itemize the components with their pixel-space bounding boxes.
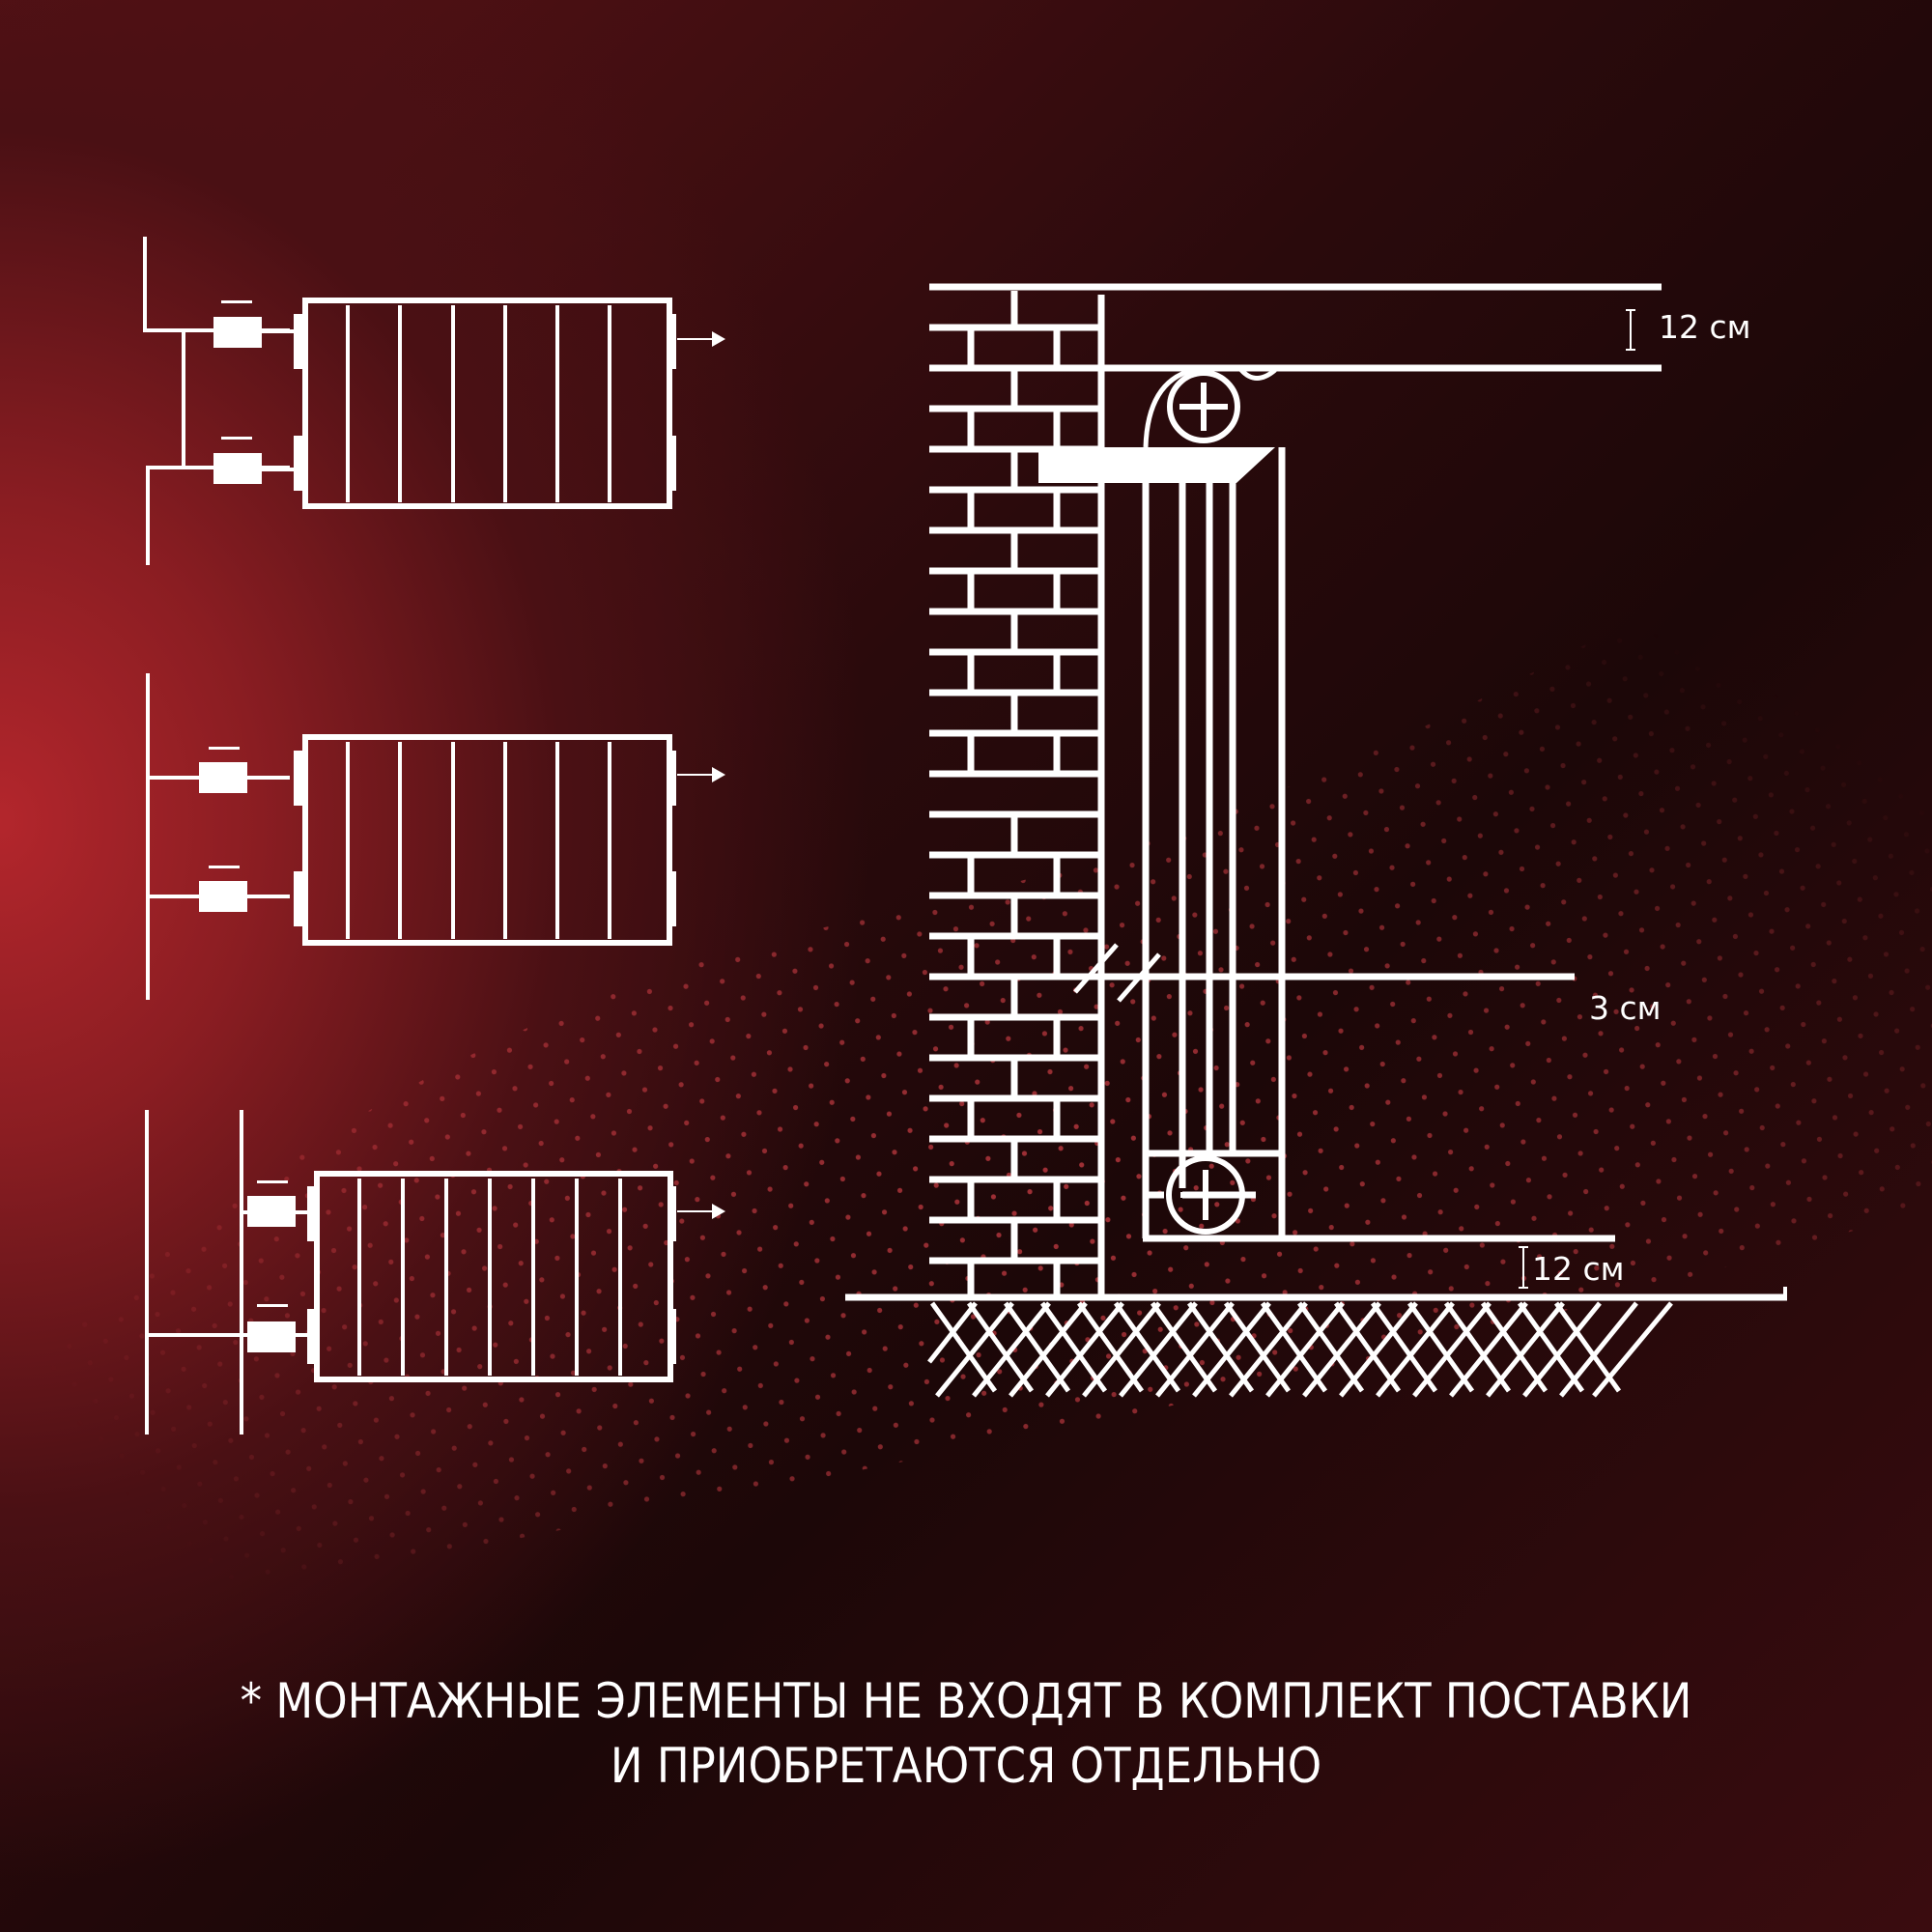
break-mark-1 [1073, 943, 1119, 994]
dimension-marker-top [1626, 309, 1635, 351]
valve-bottom [213, 453, 262, 484]
valve-top-handle [221, 300, 252, 303]
dimension-marker-bottom [1519, 1246, 1528, 1289]
plus-circle-bottom-icon [1166, 1155, 1245, 1235]
break-mark-2 [1117, 952, 1161, 1003]
top-gap-label: 12 см [1659, 308, 1751, 346]
radiator-body [302, 298, 672, 509]
valve-bottom-handle [221, 437, 252, 440]
wall-installation-view [845, 283, 1787, 1398]
floor-gap-label: 12 см [1532, 1250, 1625, 1288]
footnote-line-2: И ПРИОБРЕТАЮТСЯ ОТДЕЛЬНО [610, 1738, 1322, 1794]
windowsill-slab [1038, 447, 1275, 483]
bracket-curve [1143, 367, 1277, 448]
brick-vertical-joints [967, 291, 1061, 1299]
scheme-3-two-riser [145, 1110, 725, 1435]
scheme-2-vertical-riser [146, 673, 725, 1000]
floor-hatch [927, 1301, 1673, 1398]
valve-top [213, 317, 262, 348]
plus-circle-top-icon [1167, 370, 1240, 443]
footnote-line-1: * МОНТАЖНЫЕ ЭЛЕМЕНТЫ НЕ ВХОДЯТ В КОМПЛЕК… [240, 1673, 1692, 1729]
footnote: * МОНТАЖНЫЕ ЭЛЕМЕНТЫ НЕ ВХОДЯТ В КОМПЛЕК… [97, 1669, 1835, 1799]
scheme-1-top-bottom-connection [143, 237, 725, 565]
supply-pipe [143, 237, 290, 332]
wall-gap-label: 3 см [1589, 989, 1662, 1027]
